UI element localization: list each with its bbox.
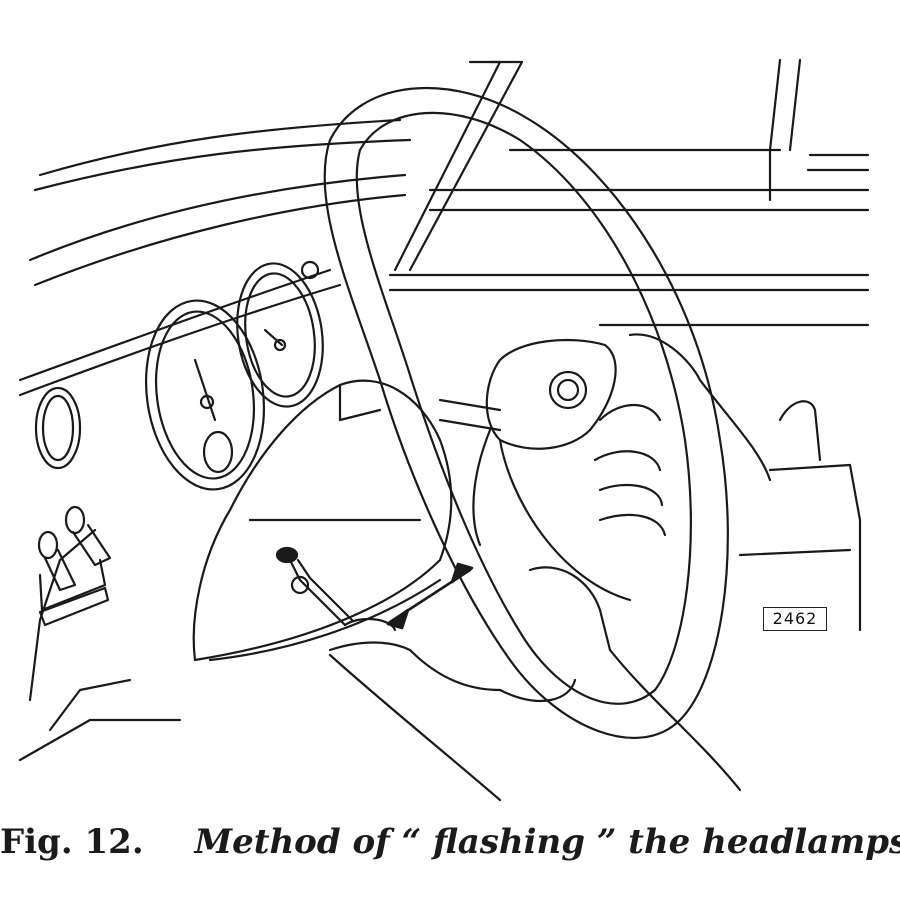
left-hand (328, 566, 742, 802)
dashboard-top (18, 118, 412, 762)
steering-wheel (323, 86, 729, 740)
left-small-gauge (34, 386, 82, 470)
speedometer (144, 299, 266, 491)
windscreen-frame (388, 58, 870, 327)
steering-column-shroud (192, 379, 453, 662)
tachometer (236, 262, 324, 408)
caption-text: Method of “ flashing ” the headlamps. (194, 822, 900, 862)
caption-label: Fig. 12. (0, 822, 144, 862)
figure-reference-number: 2462 (763, 607, 827, 631)
dashboard-knob (300, 260, 320, 280)
figure-caption: Fig. 12. Method of “ flashing ” the head… (0, 822, 900, 862)
flasher-stalk (275, 546, 354, 627)
headlamp-flashing-illustration: 2462 (18, 58, 870, 802)
dashboard-switches (37, 505, 112, 627)
right-hand (593, 333, 862, 632)
direction-arrow (386, 562, 474, 630)
